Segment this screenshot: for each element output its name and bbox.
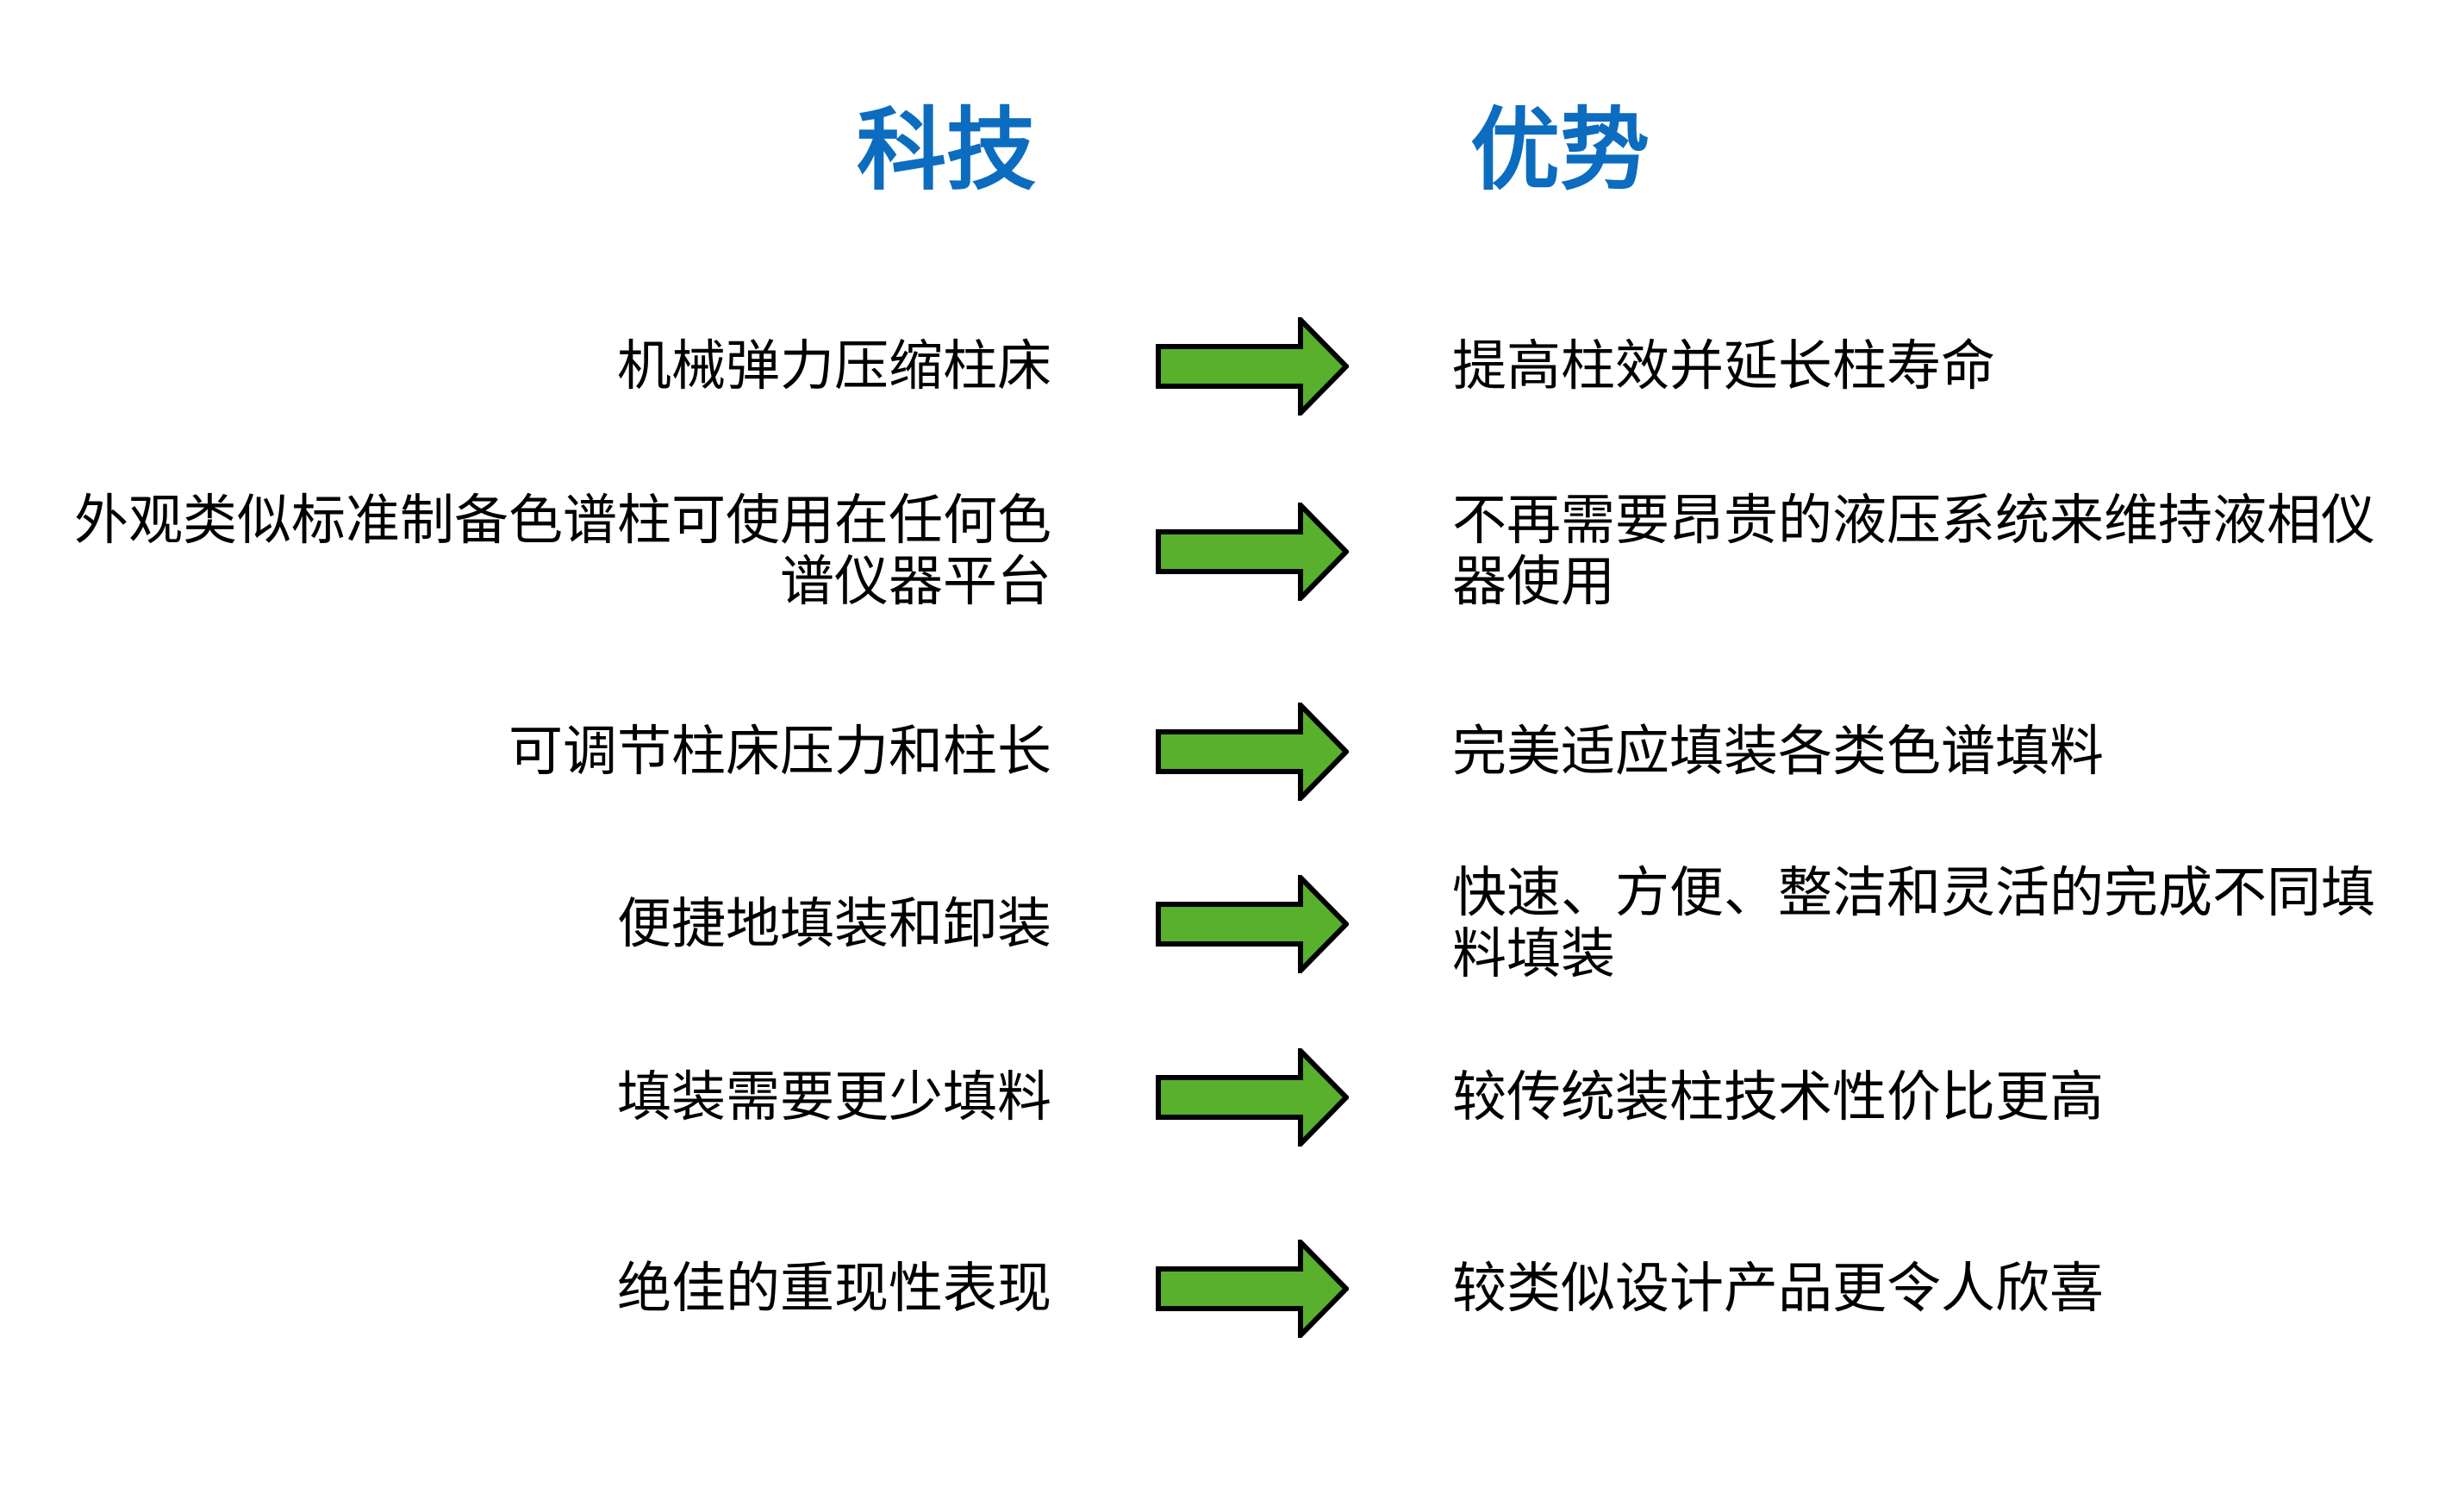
feature-row: 便捷地填装和卸装 快速、方便、整洁和灵活的完成不同填 料填装 xyxy=(0,821,2464,1028)
tech-text: 填装需要更少填料 xyxy=(617,1066,1051,1128)
right-arrow-shape xyxy=(1155,1240,1349,1338)
feature-row: 可调节柱床压力和柱长 完美适应填装各类色谱填料 xyxy=(0,648,2464,855)
benefit-text: 较类似设计产品更令人欣喜 xyxy=(1452,1258,2104,1319)
tech-text: 外观类似标准制备色谱柱可使用在任何色 谱仪器平台 xyxy=(74,491,1051,612)
right-arrow-shape xyxy=(1155,875,1349,973)
right-arrow-shape xyxy=(1155,1048,1349,1147)
tech-text: 机械弹力压缩柱床 xyxy=(617,335,1051,397)
right-arrow-icon xyxy=(1155,875,1349,973)
benefit-column-title: 优势 xyxy=(1469,101,1650,201)
tech-text: 绝佳的重现性表现 xyxy=(617,1258,1051,1319)
arrow-cell xyxy=(1051,875,1452,973)
right-arrow-shape xyxy=(1155,317,1349,416)
right-arrow-icon xyxy=(1155,1048,1349,1147)
benefit-text: 较传统装柱技术性价比更高 xyxy=(1452,1066,2104,1128)
arrow-cell xyxy=(1051,1048,1452,1147)
tech-text: 便捷地填装和卸装 xyxy=(617,893,1051,954)
right-arrow-icon xyxy=(1155,503,1349,601)
benefit-text: 完美适应填装各类色谱填料 xyxy=(1452,721,2104,782)
arrow-cell xyxy=(1051,1240,1452,1338)
right-arrow-shape xyxy=(1155,503,1349,601)
right-arrow-shape xyxy=(1155,703,1349,801)
benefit-text: 提高柱效并延长柱寿命 xyxy=(1452,335,1995,397)
right-arrow-icon xyxy=(1155,317,1349,416)
arrow-cell xyxy=(1051,703,1452,801)
right-arrow-icon xyxy=(1155,703,1349,801)
arrow-cell xyxy=(1051,317,1452,416)
feature-row: 填装需要更少填料 较传统装柱技术性价比更高 xyxy=(0,994,2464,1201)
tech-column-title: 科技 xyxy=(856,101,1037,201)
feature-row: 外观类似标准制备色谱柱可使用在任何色 谱仪器平台 不再需要昂贵的液压系统来维持液… xyxy=(0,448,2464,655)
benefit-text: 不再需要昂贵的液压系统来维持液相仪 器使用 xyxy=(1452,491,2375,612)
feature-row: 绝佳的重现性表现 较类似设计产品更令人欣喜 xyxy=(0,1185,2464,1392)
arrow-cell xyxy=(1051,503,1452,601)
feature-row: 机械弹力压缩柱床 提高柱效并延长柱寿命 xyxy=(0,263,2464,470)
tech-text: 可调节柱床压力和柱长 xyxy=(508,721,1051,782)
benefit-text: 快速、方便、整洁和灵活的完成不同填 料填装 xyxy=(1452,863,2375,984)
right-arrow-icon xyxy=(1155,1240,1349,1338)
